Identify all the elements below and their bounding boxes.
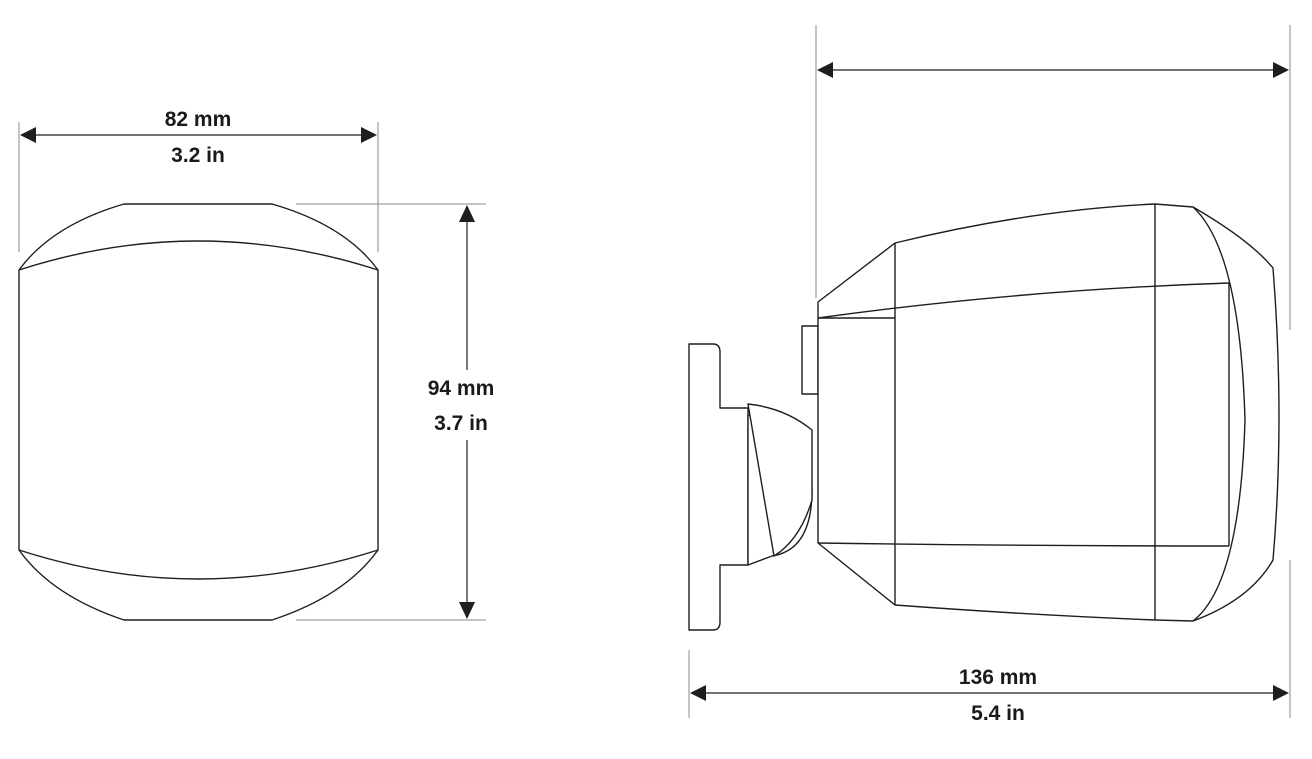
front-height-arrow-bottom bbox=[459, 602, 475, 619]
side-view-mount-bracket bbox=[747, 403, 813, 557]
side-depth-arrow-right bbox=[1273, 685, 1289, 701]
front-height-mm-label: 94 mm bbox=[428, 377, 495, 400]
front-view-speaker-body bbox=[18, 203, 379, 621]
front-height-arrow-top bbox=[459, 205, 475, 222]
front-height-in-label: 3.7 in bbox=[434, 412, 488, 435]
front-width-in-label: 3.2 in bbox=[171, 144, 225, 167]
side-view-top-seam bbox=[817, 282, 1230, 319]
side-view: 136 mm 5.4 in bbox=[688, 25, 1291, 725]
front-view-bottom-seam bbox=[18, 549, 379, 580]
front-width-mm-label: 82 mm bbox=[165, 108, 232, 131]
side-depth-in-label: 5.4 in bbox=[971, 702, 1025, 725]
side-view-back-tab bbox=[801, 325, 819, 395]
side-view-grille-curve bbox=[1192, 206, 1246, 622]
side-view-speaker-body bbox=[817, 203, 1280, 622]
side-view-wall-plate bbox=[688, 343, 749, 631]
side-depth-arrow-left bbox=[690, 685, 706, 701]
side-view-bottom-seam bbox=[817, 542, 1230, 547]
front-view-top-seam bbox=[18, 240, 379, 271]
side-top-arrow-left bbox=[817, 62, 833, 78]
front-width-arrow-left bbox=[20, 127, 36, 143]
side-top-arrow-right bbox=[1273, 62, 1289, 78]
side-depth-mm-label: 136 mm bbox=[959, 666, 1037, 689]
front-width-arrow-right bbox=[361, 127, 377, 143]
front-view: 82 mm 3.2 in 94 mm 3.7 in bbox=[18, 108, 495, 621]
